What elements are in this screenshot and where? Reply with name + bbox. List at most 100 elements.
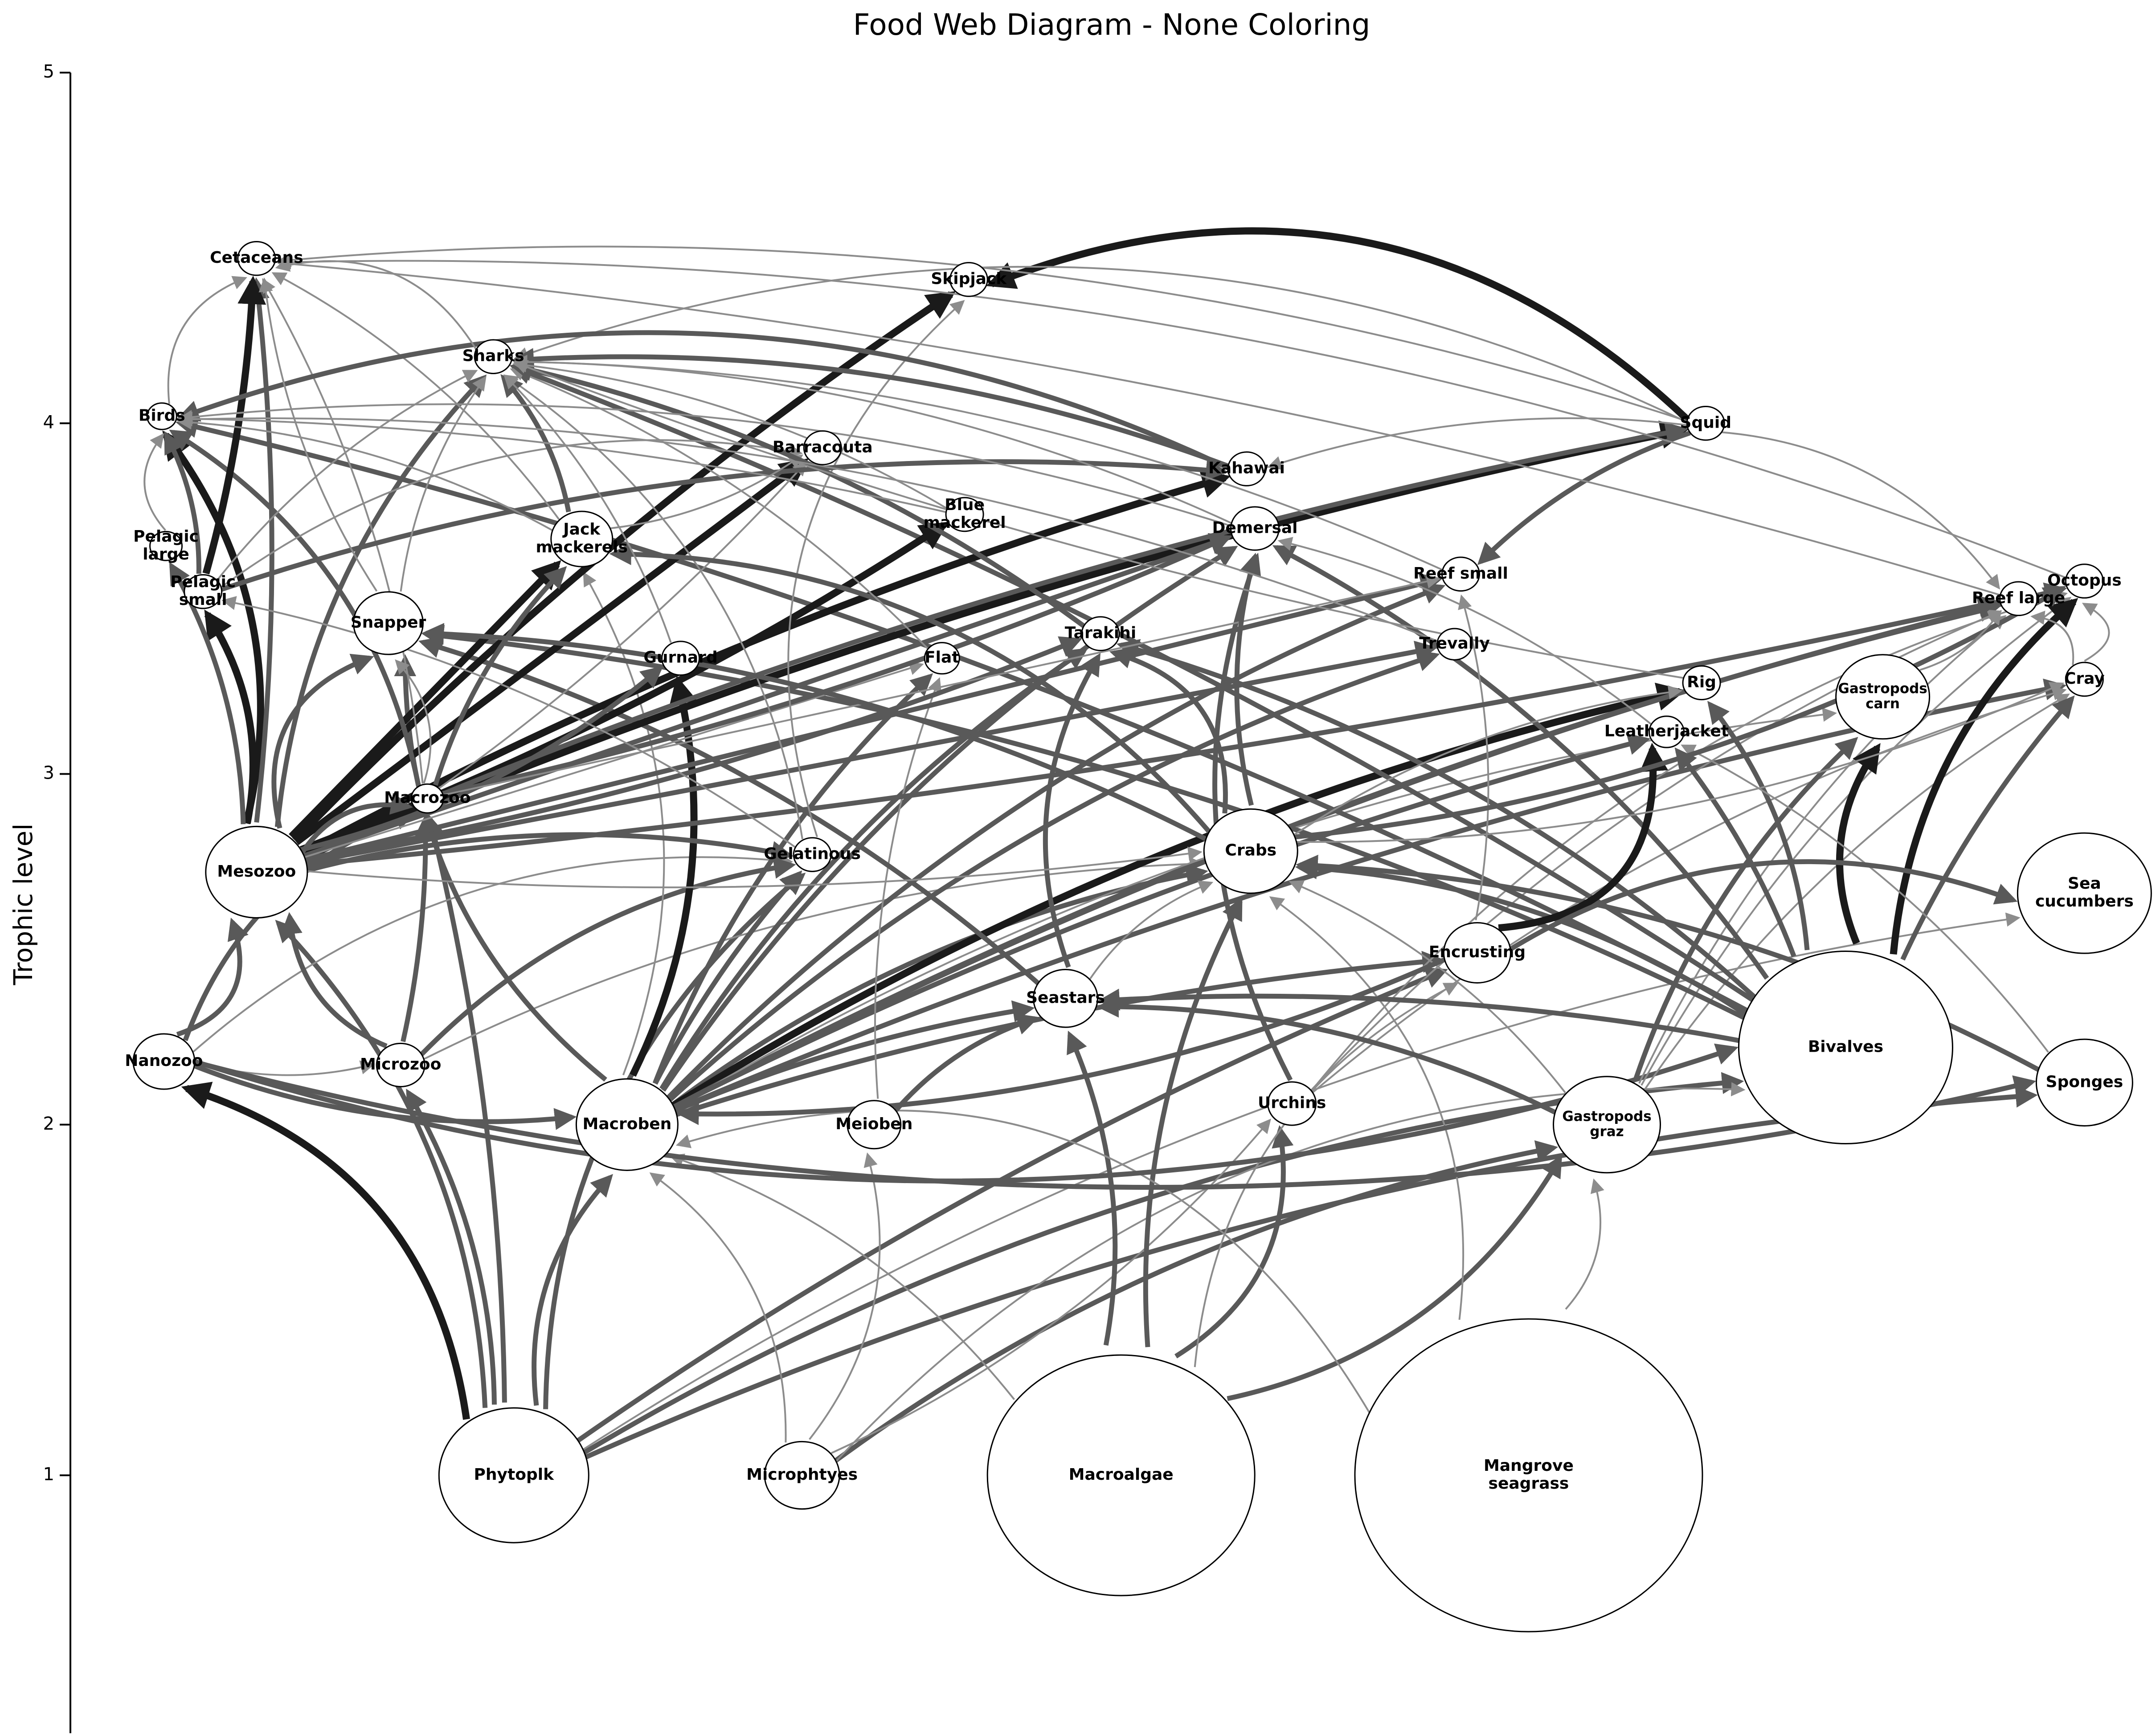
- node-circle: [793, 837, 832, 872]
- food-web-edge: [423, 814, 507, 1403]
- node-label: Sea: [2068, 874, 2101, 893]
- food-web-edge: [629, 675, 698, 1077]
- food-web-edge: [513, 355, 1232, 524]
- food-web-edge: [300, 792, 413, 854]
- node-label: Mangrove: [1484, 1457, 1574, 1475]
- node-label: cucumbers: [2035, 892, 2134, 910]
- food-web-edge: [1097, 988, 1742, 1044]
- food-web-edge: [1269, 896, 1465, 1320]
- node-flat: Flat: [924, 642, 960, 675]
- node-macroben: Macroben: [575, 1078, 679, 1171]
- node-circle: [1999, 581, 2038, 616]
- food-web-edge: [1067, 1030, 1118, 1346]
- node-sponges: Sponges: [2035, 1038, 2133, 1127]
- node-circle: [1230, 506, 1280, 551]
- food-web-edge: [304, 573, 1443, 863]
- food-web-edge: [1498, 743, 1669, 932]
- food-web-edge: [672, 600, 2001, 1110]
- node-circle: [1032, 969, 1098, 1028]
- node-microzoo: Microzoo: [360, 1042, 441, 1088]
- node-reef-large: Reef large: [1972, 581, 2065, 616]
- food-web-edge: [661, 546, 1238, 1092]
- node-birds: Birds: [139, 402, 185, 430]
- food-web-edge: [1096, 996, 1557, 1115]
- food-web-edge: [669, 1153, 1015, 1400]
- node-circle: [2065, 661, 2104, 697]
- node-label: seagrass: [1489, 1474, 1569, 1493]
- node-circle: [1835, 654, 1931, 740]
- node-reef-small: Reef small: [1413, 556, 1508, 592]
- food-web-edge: [294, 458, 809, 845]
- node-circle: [352, 591, 424, 655]
- node-trevally: Trevally: [1419, 628, 1490, 661]
- node-circle: [1354, 1318, 1703, 1633]
- food-web-edge: [1295, 682, 2065, 843]
- node-label: Squid: [1680, 413, 1731, 432]
- food-web-edge: [300, 665, 663, 852]
- food-web-edge: [258, 277, 378, 592]
- y-tick-label: 3: [43, 763, 54, 784]
- food-web-edge: [220, 439, 803, 588]
- node-label: Octopus: [2047, 572, 2122, 590]
- node-label: Sponges: [2046, 1073, 2123, 1091]
- food-web-edge: [438, 461, 807, 789]
- node-circle: [1682, 665, 1721, 701]
- node-label: Microphtyes: [746, 1466, 858, 1484]
- food-web-edge: [674, 678, 2067, 1113]
- node-circle: [949, 262, 988, 297]
- food-web-edge: [1641, 596, 2072, 1086]
- node-skipjack: Skipjack: [931, 262, 1007, 297]
- food-web-edge: [178, 403, 1232, 527]
- node-mesozoo: Mesozoo: [205, 825, 308, 919]
- node-label: Bivalves: [1808, 1038, 1883, 1056]
- food-web-edge: [513, 360, 1684, 679]
- node-encrusting: Encrusting: [1429, 922, 1526, 984]
- food-web-edge: [177, 415, 553, 531]
- food-web-edge: [306, 832, 794, 873]
- food-web-edge: [271, 272, 560, 520]
- food-web-edge: [809, 1152, 881, 1440]
- food-web-edge: [1458, 594, 1489, 920]
- food-web-edge: [1109, 647, 1228, 814]
- food-web-edge: [289, 560, 561, 839]
- food-web-edge: [1143, 897, 1243, 1347]
- food-web-edge: [271, 653, 374, 829]
- y-tick-label: 4: [43, 412, 54, 433]
- node-label: Kahawai: [1208, 459, 1285, 478]
- food-web-edge: [420, 857, 796, 1056]
- node-label: Crabs: [1225, 841, 1276, 860]
- food-web-edge: [659, 648, 1088, 1090]
- node-circle: [803, 430, 842, 465]
- node-label: Demersal: [1212, 518, 1297, 537]
- node-label: graz: [1590, 1123, 1624, 1139]
- food-web-edge: [1477, 430, 1691, 565]
- node-circle: [149, 531, 183, 561]
- food-web-edge: [668, 650, 1440, 1102]
- node-circle: [1267, 1081, 1317, 1126]
- node-circle: [184, 574, 223, 609]
- food-web-edge: [787, 300, 965, 837]
- food-web-edge: [442, 574, 1441, 796]
- node-gelatinous: Gelatinous: [764, 837, 861, 872]
- node-phytoplk: Phytoplk: [438, 1407, 589, 1543]
- food-web-edge: [421, 623, 1208, 842]
- food-web-edge: [275, 257, 477, 350]
- food-web-edge: [143, 433, 166, 531]
- node-circle: [1443, 922, 1511, 984]
- food-web-edge: [830, 1119, 1271, 1454]
- food-web-edge: [503, 374, 803, 840]
- node-meioben: Meioben: [835, 1100, 912, 1150]
- node-rig: Rig: [1682, 665, 1721, 701]
- food-web-edge: [1089, 880, 1214, 980]
- food-web-edge: [1681, 744, 2049, 1053]
- node-circle: [410, 783, 444, 814]
- node-circle: [2017, 832, 2152, 954]
- node-nanozoo: Nanozoo: [125, 1033, 203, 1090]
- node-label: mackerels: [536, 538, 628, 556]
- node-macroalgae: Macroalgae: [986, 1354, 1256, 1596]
- node-circle: [1227, 451, 1266, 486]
- food-web-edge: [176, 330, 1230, 470]
